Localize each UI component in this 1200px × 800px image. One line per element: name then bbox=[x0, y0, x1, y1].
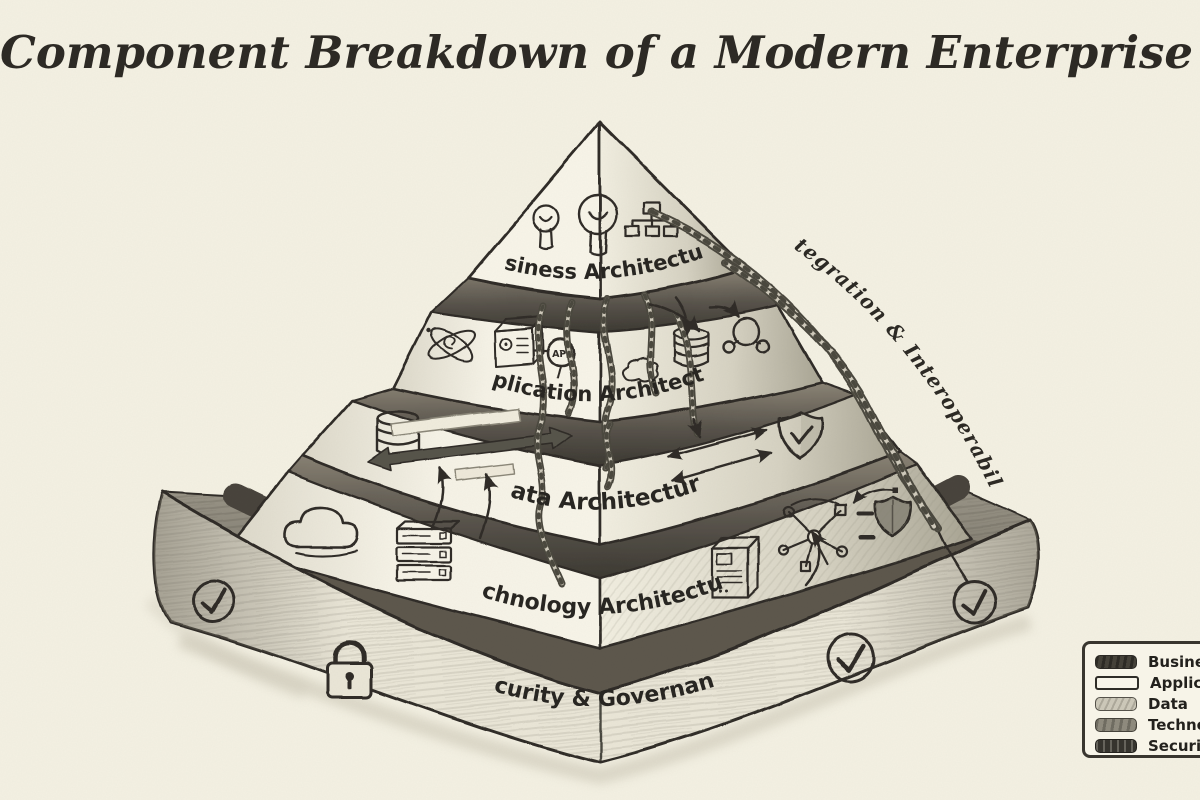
legend-label-technology: Technology bbox=[1148, 716, 1200, 734]
legend-item-security: Security & Governance bbox=[1095, 736, 1200, 756]
legend-item-data: Data bbox=[1095, 694, 1200, 714]
legend-item-application: Application bbox=[1095, 673, 1200, 693]
legend-swatch-application bbox=[1095, 676, 1139, 690]
legend-swatch-business bbox=[1095, 655, 1137, 669]
legend-label-business: Business bbox=[1148, 653, 1200, 671]
legend-swatch-data bbox=[1095, 697, 1137, 711]
legend-swatch-security bbox=[1095, 739, 1137, 753]
legend-label-security: Security & Governance bbox=[1148, 737, 1200, 755]
legend: Business Application Data Technology Sec… bbox=[1082, 641, 1200, 758]
legend-label-application: Application bbox=[1150, 674, 1200, 692]
legend-item-business: Business bbox=[1095, 652, 1200, 672]
legend-item-technology: Technology bbox=[1095, 715, 1200, 735]
legend-label-data: Data bbox=[1148, 695, 1188, 713]
legend-swatch-technology bbox=[1095, 718, 1137, 732]
